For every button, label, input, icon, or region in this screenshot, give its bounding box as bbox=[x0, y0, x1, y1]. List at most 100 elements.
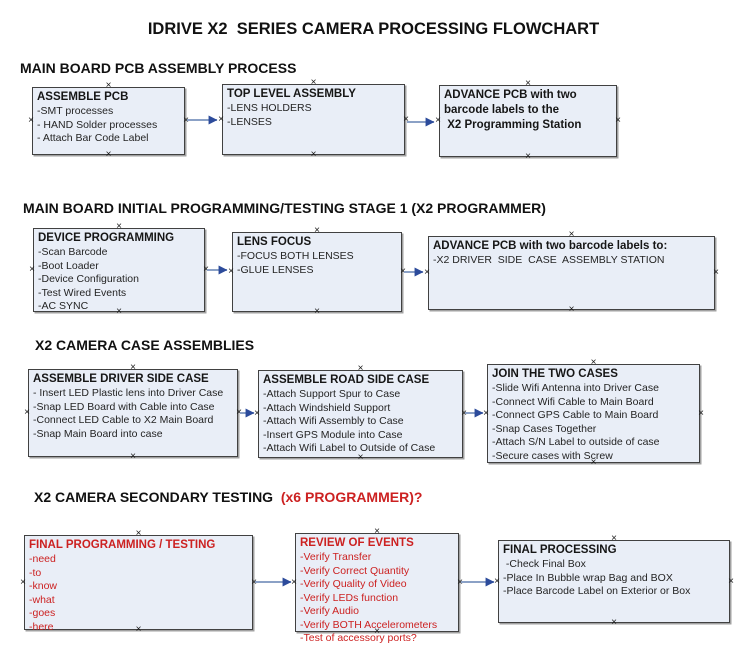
box-item: -Snap Main Board into case bbox=[33, 427, 163, 440]
connection-handle-icon: × bbox=[251, 576, 257, 588]
box-item: -Snap Cases Together bbox=[492, 422, 597, 435]
box-title: LENS FOCUS bbox=[237, 236, 312, 248]
box-item: -FOCUS BOTH LENSES bbox=[237, 250, 354, 262]
connection-handle-icon: × bbox=[435, 115, 441, 126]
box-item: -Place In Bubble wrap Bag and BOX bbox=[503, 571, 673, 584]
box-title: ASSEMBLE DRIVER SIDE CASE bbox=[33, 373, 209, 385]
connection-handle-icon: × bbox=[615, 115, 621, 126]
flow-box-assemble-road-side-case: ×××× ASSEMBLE ROAD SIDE CASE -Attach Sup… bbox=[254, 364, 467, 463]
box-item: -Attach Support Spur to Case bbox=[263, 388, 401, 400]
connection-handle-icon: × bbox=[228, 266, 234, 277]
box-item: -LENS HOLDERS bbox=[227, 102, 312, 114]
box-items: -Attach Support Spur to Case -Attach Win… bbox=[263, 388, 459, 456]
connection-handle-icon: × bbox=[105, 80, 112, 91]
box-item: -here bbox=[29, 620, 54, 633]
box-title: ADVANCE PCB with two barcode labels to: bbox=[433, 240, 668, 252]
connection-handle-icon: × bbox=[135, 528, 142, 539]
connection-handle-icon: × bbox=[357, 363, 364, 374]
box-item: -Verify Quality of Video bbox=[300, 578, 407, 590]
connection-handle-icon: × bbox=[28, 115, 34, 126]
flow-box-device-programming: ×××× DEVICE PROGRAMMING -Scan Barcode -B… bbox=[29, 222, 209, 317]
box-item: -Verify Transfer bbox=[300, 551, 372, 563]
box-item: -Secure cases with Screw bbox=[492, 449, 613, 462]
connection-handle-icon: × bbox=[130, 362, 136, 373]
flow-box-lens-focus: ×××× LENS FOCUS -FOCUS BOTH LENSES -GLUE… bbox=[228, 226, 406, 317]
box-title: ADVANCE PCB with two barcode labels to t… bbox=[444, 89, 582, 131]
connection-handle-icon: × bbox=[236, 407, 242, 418]
flowchart-title: IDRIVE X2 SERIES CAMERA PROCESSING FLOWC… bbox=[147, 20, 600, 38]
connection-handle-icon: × bbox=[568, 229, 575, 240]
flow-box-assemble-pcb: ×××× ASSEMBLE PCB -SMT processes - HAND … bbox=[28, 81, 189, 160]
connection-handle-icon: × bbox=[374, 526, 380, 537]
section-heading-case-assemblies: X2 CAMERA CASE ASSEMBLIES bbox=[35, 337, 255, 353]
box-items: -Scan Barcode -Boot Loader -Device Confi… bbox=[38, 246, 201, 314]
box-item: - Attach Bar Code Label bbox=[37, 132, 149, 144]
box-item: -X2 DRIVER SIDE CASE ASSEMBLY STATION bbox=[433, 254, 665, 266]
box-items: -Slide Wifi Antenna into Driver Case -Co… bbox=[492, 382, 696, 463]
box-item: -Scan Barcode bbox=[38, 246, 108, 258]
box-item: -Verify LEDs function bbox=[300, 591, 399, 604]
connection-handle-icon: × bbox=[218, 113, 224, 125]
box-title: FINAL PROCESSING bbox=[503, 544, 617, 556]
box-item: -Place Barcode Label on Exterior or Box bbox=[503, 585, 691, 597]
box-items: -FOCUS BOTH LENSES -GLUE LENSES bbox=[237, 250, 398, 277]
box-items: -X2 DRIVER SIDE CASE ASSEMBLY STATION bbox=[433, 254, 711, 268]
flow-box-advance-pcb-programming-station: ×××× ADVANCE PCB with two barcode labels… bbox=[435, 79, 621, 162]
box-title: ASSEMBLE ROAD SIDE CASE bbox=[263, 374, 430, 386]
section-heading-secondary-testing: X2 CAMERA SECONDARY TESTING (x6 PROGRAMM… bbox=[34, 489, 422, 505]
box-title: REVIEW OF EVENTS bbox=[300, 537, 414, 549]
box-title: JOIN THE TWO CASES bbox=[492, 368, 618, 380]
box-item: -need bbox=[29, 553, 56, 565]
box-item: -Device Configuration bbox=[38, 273, 139, 285]
box-item: -Connect LED Cable to X2 Main Board bbox=[33, 414, 214, 426]
connection-handle-icon: × bbox=[400, 266, 406, 277]
box-item: -SMT processes bbox=[37, 105, 114, 117]
connection-handle-icon: × bbox=[310, 77, 317, 88]
box-items: -Check Final Box -Place In Bubble wrap B… bbox=[503, 558, 726, 599]
box-item: -Test Wired Events bbox=[38, 286, 127, 299]
connection-handle-icon: × bbox=[457, 576, 463, 588]
box-items: -SMT processes - HAND Solder processes -… bbox=[37, 105, 181, 146]
box-item: -Attach S/N Label to outside of case bbox=[492, 436, 660, 448]
box-item: -Insert GPS Module into Case bbox=[263, 428, 403, 441]
connection-handle-icon: × bbox=[116, 221, 122, 232]
connection-handle-icon: × bbox=[568, 304, 575, 315]
box-item: -Slide Wifi Antenna into Driver Case bbox=[492, 382, 659, 394]
box-item: -Attach Wifi Label to Outside of Case bbox=[263, 442, 436, 454]
connection-handle-icon: × bbox=[130, 451, 136, 462]
connection-handle-icon: × bbox=[105, 149, 112, 160]
box-item: -LENSES bbox=[227, 115, 272, 128]
box-item: -Boot Loader bbox=[38, 259, 99, 272]
connection-handle-icon: × bbox=[713, 267, 719, 278]
box-items: -need -to -know -what -goes -here bbox=[29, 553, 249, 634]
flow-box-review-of-events: ×××× REVIEW OF EVENTS -Verify Transfer -… bbox=[291, 527, 463, 645]
connection-handle-icon: × bbox=[20, 576, 26, 588]
box-title: DEVICE PROGRAMMING bbox=[38, 232, 175, 244]
connection-handle-icon: × bbox=[310, 149, 317, 160]
box-item: -AC SYNC bbox=[38, 300, 89, 312]
box-item: -Verify BOTH Accelerometers bbox=[300, 618, 438, 631]
box-item: -Connect Wifi Cable to Main Board bbox=[492, 395, 654, 408]
box-item: -GLUE LENSES bbox=[237, 263, 314, 276]
connection-handle-icon: × bbox=[314, 225, 320, 236]
box-items: -LENS HOLDERS -LENSES bbox=[227, 102, 401, 129]
box-item: -to bbox=[29, 566, 42, 579]
box-items: - Insert LED Plastic lens into Driver Ca… bbox=[33, 387, 234, 441]
box-item: -Test of accessory ports? bbox=[300, 632, 417, 644]
section-heading-pcb-assembly: MAIN BOARD PCB ASSEMBLY PROCESS bbox=[20, 60, 297, 76]
box-title: FINAL PROGRAMMING / TESTING bbox=[29, 539, 216, 551]
connection-handle-icon: × bbox=[698, 407, 704, 419]
connection-handle-icon: × bbox=[24, 407, 30, 418]
flow-box-assemble-driver-side-case: × × × × ASSEMBLE DRIVER SIDE CASE - Insert … bbox=[24, 363, 242, 462]
connection-handle-icon: × bbox=[525, 151, 531, 162]
box-item: -Verify Correct Quantity bbox=[300, 564, 410, 577]
connection-handle-icon: × bbox=[291, 576, 297, 588]
box-item: -Connect GPS Cable to Main Board bbox=[492, 409, 659, 421]
box-item: -goes bbox=[29, 607, 56, 619]
connection-handle-icon: × bbox=[461, 408, 467, 419]
box-item: - Insert LED Plastic lens into Driver Ca… bbox=[33, 387, 224, 399]
box-title: TOP LEVEL ASSEMBLY bbox=[227, 88, 356, 100]
connection-handle-icon: × bbox=[29, 264, 35, 275]
connection-handle-icon: × bbox=[611, 617, 617, 628]
